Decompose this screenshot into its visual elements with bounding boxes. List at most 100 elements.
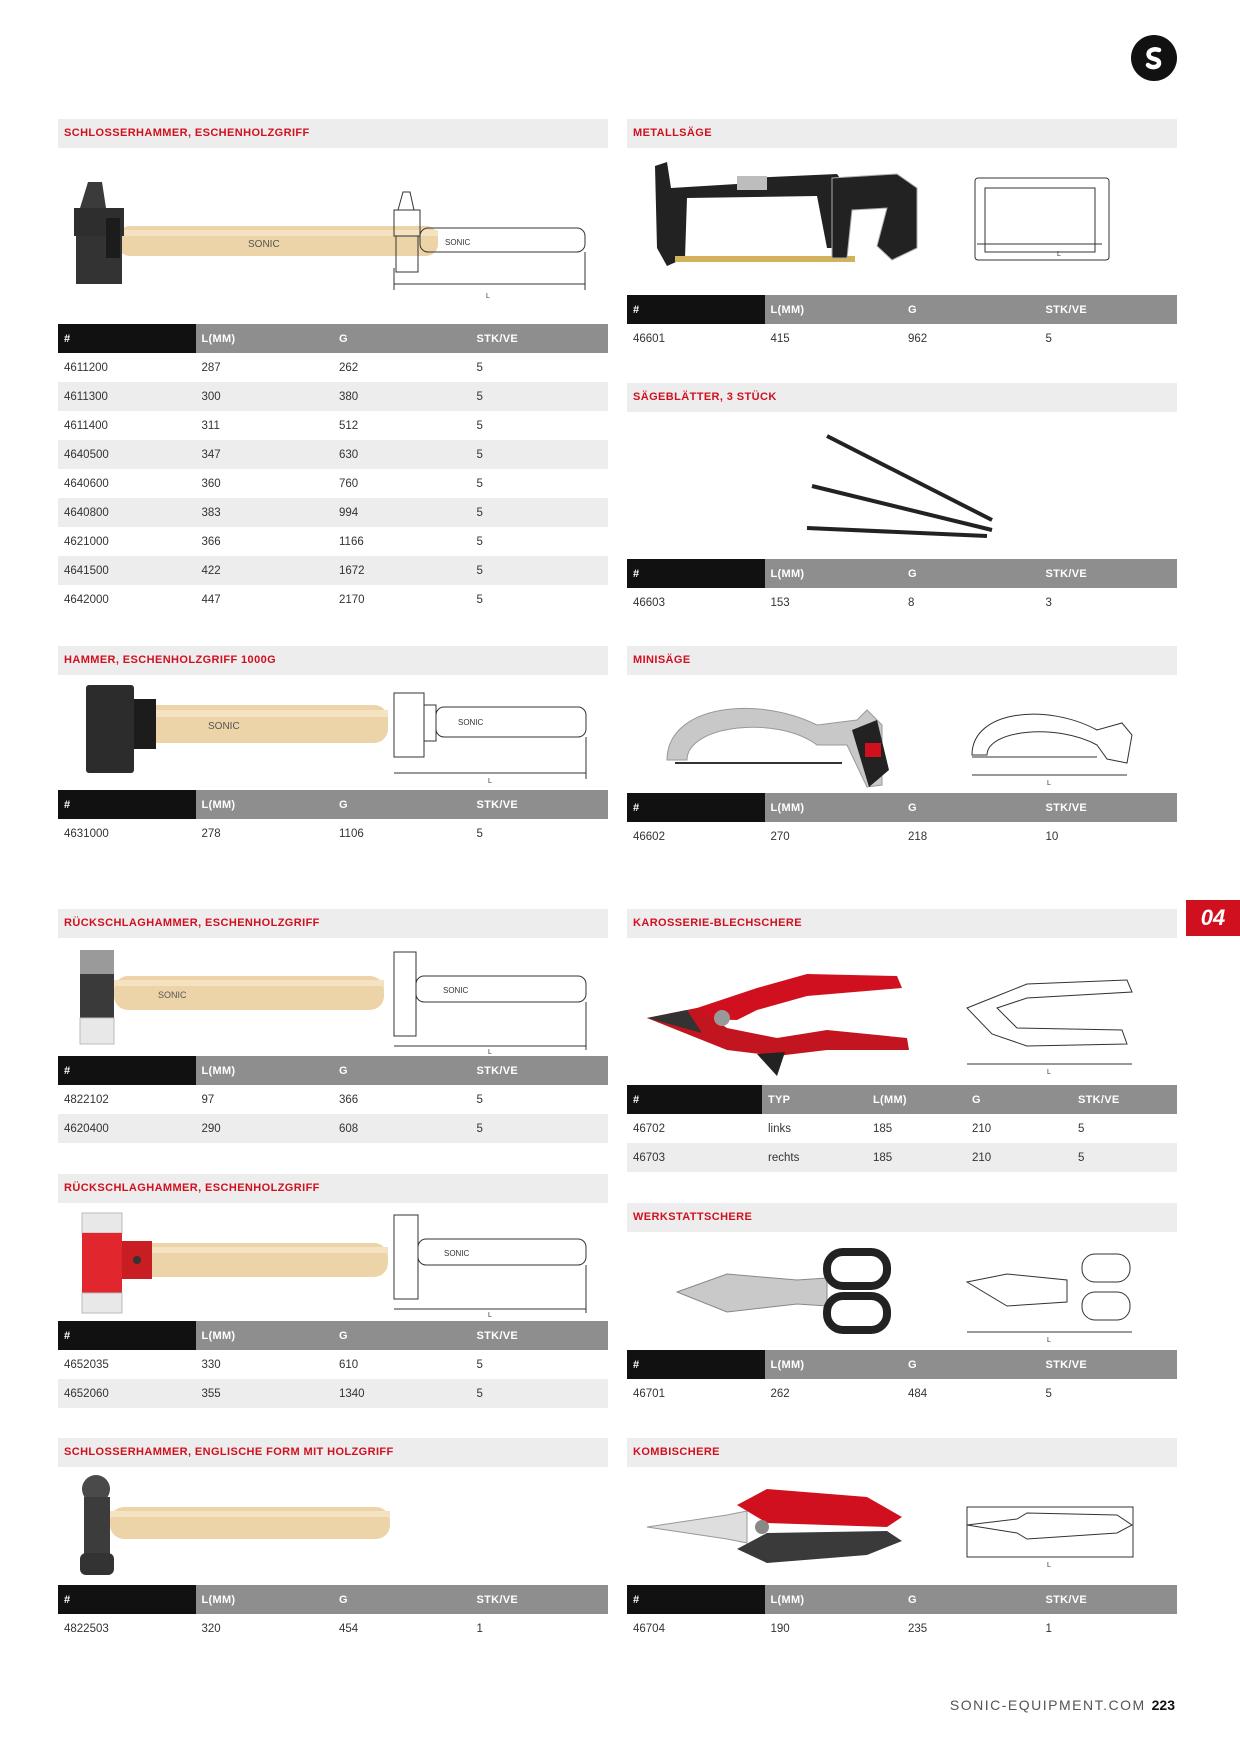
product-rueckschlaghammer-1: RÜCKSCHLAGHAMMER, ESCHENHOLZGRIFF SONIC … (58, 909, 608, 1143)
table-cell: 1340 (333, 1379, 471, 1408)
col-header: G (333, 1585, 471, 1614)
col-header: L(MM) (867, 1085, 966, 1114)
table-cell: 46601 (633, 332, 665, 345)
table-cell: 311 (201, 419, 220, 432)
technical-drawing-icon: SONIC L (393, 191, 586, 300)
table-cell: 5 (1045, 332, 1052, 345)
product-images: L (627, 675, 1177, 793)
hammer-photo-icon: SONIC (74, 182, 438, 284)
table-cell: 422 (195, 556, 333, 585)
section-title: HAMMER, ESCHENHOLZGRIFF 1000G (58, 646, 608, 675)
scissors-photo-icon (675, 1248, 891, 1334)
table-cell: 366 (201, 535, 221, 548)
technical-drawing-icon: L (966, 1506, 1134, 1569)
table-cell: 1106 (339, 827, 364, 840)
brand-mark: SONIC (443, 986, 469, 995)
table-cell: 962 (908, 332, 928, 345)
table-cell: 5 (1078, 1122, 1085, 1135)
col-header: # (58, 790, 196, 819)
product-images: L (627, 148, 1177, 295)
col-header: # (58, 1056, 196, 1085)
table-cell: 8 (908, 596, 915, 609)
col-header: G (902, 1350, 1040, 1379)
product-images (627, 412, 1177, 559)
col-header: STK/VE (1072, 1085, 1177, 1114)
dim-label: L (488, 778, 492, 785)
table-cell: 46701 (633, 1387, 665, 1400)
table-cell: 190 (770, 1622, 790, 1635)
table-cell: 270 (770, 830, 790, 843)
table-cell: 210 (972, 1122, 992, 1135)
table-cell: 4640500 (58, 440, 196, 469)
dim-label: L (486, 293, 490, 300)
col-header: # (627, 1350, 765, 1379)
table-cell: 46703 (627, 1143, 762, 1172)
table-cell: 4640600 (64, 477, 109, 490)
table-cell: 4822102 (64, 1093, 109, 1106)
product-images: L (627, 938, 1177, 1085)
table-cell: 5 (470, 440, 608, 469)
col-header: TYP (762, 1085, 867, 1114)
product-images: SONIC SONIC L (58, 675, 608, 790)
chapter-tab: 04 (1186, 900, 1240, 936)
section-title: KAROSSERIE-BLECHSCHERE (627, 909, 1177, 938)
table-cell: 262 (339, 361, 359, 374)
brand-mark: SONIC (445, 238, 471, 247)
brand-mark: SONIC (444, 1249, 470, 1258)
table-cell: 153 (770, 596, 790, 609)
table-cell: 5 (476, 1358, 483, 1371)
table-cell: 4620400 (58, 1114, 196, 1143)
table-cell: 3 (1045, 596, 1052, 609)
col-header: STK/VE (470, 1585, 608, 1614)
site-link[interactable]: SONIC-EQUIPMENT.COM (949, 1697, 1146, 1713)
dim-label: L (1047, 780, 1051, 787)
saw-blade-photo-icon (806, 434, 993, 538)
col-header: G (333, 1321, 471, 1350)
table-cell: 447 (201, 593, 221, 606)
section-title: SCHLOSSERHAMMER, ESCHENHOLZGRIFF (58, 119, 608, 148)
col-header: L(MM) (195, 324, 333, 353)
table-cell: 355 (195, 1379, 333, 1408)
table-cell: 290 (195, 1114, 333, 1143)
section-title: RÜCKSCHLAGHAMMER, ESCHENHOLZGRIFF (58, 909, 608, 938)
table-cell: 760 (339, 477, 359, 490)
table-cell: 5 (470, 382, 608, 411)
col-header: L(MM) (764, 793, 902, 822)
table-cell: 5 (1045, 1387, 1052, 1400)
col-header: G (333, 1056, 471, 1085)
table-cell: 5 (476, 827, 483, 840)
table-cell: 4642000 (64, 593, 109, 606)
table-cell: 46704 (633, 1622, 665, 1635)
sonic-logo-icon (1131, 35, 1177, 81)
table-cell: 1 (1045, 1622, 1052, 1635)
table-cell: 5 (1072, 1143, 1177, 1172)
table-cell: 4611400 (64, 419, 108, 432)
col-header: STK/VE (1039, 1350, 1177, 1379)
table-cell: 4621000 (64, 535, 109, 548)
table-cell: 366 (339, 1093, 359, 1106)
saw-photo-icon (655, 162, 918, 266)
col-header: # (627, 295, 765, 324)
col-header: STK/VE (470, 324, 608, 353)
product-schlosserhammer: SCHLOSSERHAMMER, ESCHENHOLZGRIFF SONIC S… (58, 119, 608, 614)
table-cell: 5 (476, 535, 483, 548)
col-header: STK/VE (470, 1056, 608, 1085)
